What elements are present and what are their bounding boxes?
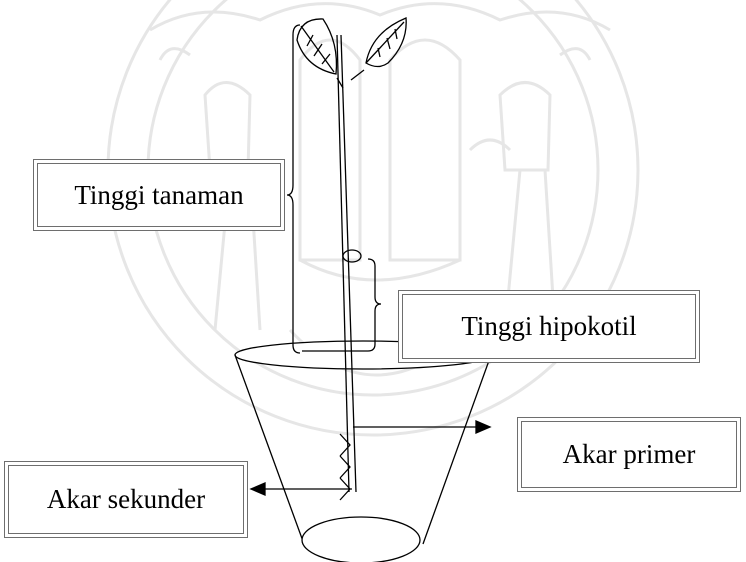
label-tinggi-tanaman: Tinggi tanaman (33, 159, 285, 231)
arrow-head-akar-primer (476, 421, 490, 433)
label-akar-primer: Akar primer (517, 417, 741, 492)
bracket-tinggi-tanaman (287, 25, 300, 353)
label-akar-sekunder: Akar sekunder (4, 461, 248, 538)
arrow-head-akar-sekunder (251, 483, 265, 495)
bracket-tinggi-hipokotil (368, 259, 381, 351)
label-tinggi-hipokotil: Tinggi hipokotil (398, 290, 700, 363)
